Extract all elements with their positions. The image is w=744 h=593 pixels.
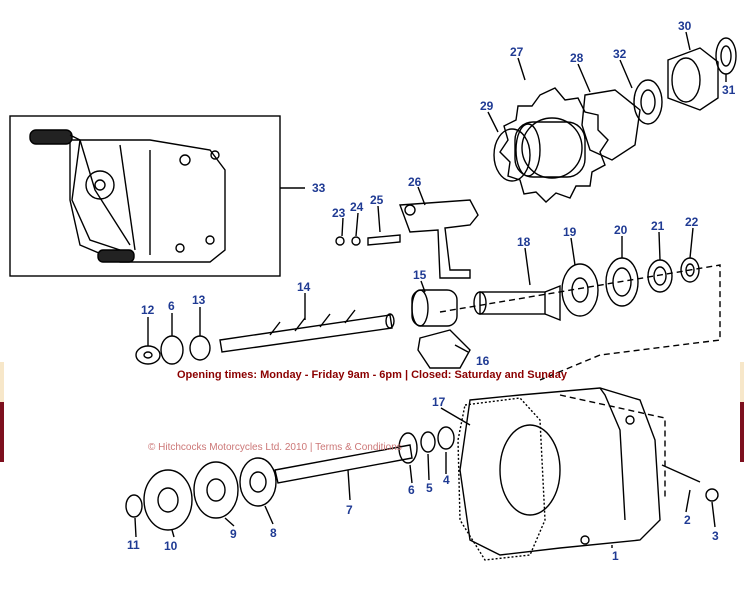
bearing-32 <box>633 79 663 125</box>
washer-12 <box>135 345 161 365</box>
oil-seal <box>715 37 737 75</box>
opening-times: Opening times: Monday - Friday 9am - 6pm… <box>177 369 567 381</box>
label-5: 5 <box>426 481 433 495</box>
gear-10 <box>143 469 193 531</box>
label-32: 32 <box>613 47 627 61</box>
label-1: 1 <box>612 549 619 563</box>
label-33: 33 <box>312 181 326 195</box>
left-accent-top <box>0 362 4 402</box>
label-29: 29 <box>480 99 494 113</box>
label-20: 20 <box>614 223 628 237</box>
label-31: 31 <box>722 83 736 97</box>
fork-16 <box>417 329 471 369</box>
small-gear-6-lower <box>398 432 418 464</box>
gasket-17 <box>457 397 546 561</box>
kickstart-lever <box>29 129 135 263</box>
label-9: 9 <box>230 527 237 541</box>
camshaft-14 <box>219 309 395 353</box>
left-accent-bottom <box>0 402 4 462</box>
footer-band <box>0 362 744 462</box>
label-28: 28 <box>570 51 584 65</box>
label-13: 13 <box>192 293 206 307</box>
inset-frame <box>9 115 281 277</box>
gearbox-sprocket <box>499 87 609 203</box>
label-18: 18 <box>517 235 531 249</box>
gear-9 <box>193 461 239 519</box>
label-21: 21 <box>651 219 665 233</box>
small-gear-6-upper <box>160 335 184 365</box>
label-30: 30 <box>678 19 692 33</box>
label-22: 22 <box>685 215 699 229</box>
label-23: 23 <box>332 206 346 220</box>
label-25: 25 <box>370 193 384 207</box>
gear-13 <box>189 335 211 361</box>
sliding-gear-15 <box>411 289 458 327</box>
washer-24 <box>351 236 361 246</box>
layshaft-7 <box>274 444 413 484</box>
mainshaft-high-gear <box>473 284 561 322</box>
lock-washer <box>581 89 641 161</box>
label-24: 24 <box>350 200 364 214</box>
label-19: 19 <box>563 225 577 239</box>
stud-2 <box>661 464 701 483</box>
label-8: 8 <box>270 526 277 540</box>
label-15: 15 <box>413 268 427 282</box>
label-10: 10 <box>164 539 178 553</box>
label-2: 2 <box>684 513 691 527</box>
label-7: 7 <box>346 503 353 517</box>
label-11: 11 <box>127 538 140 552</box>
label-6-lower: 6 <box>408 483 415 497</box>
gear-8 <box>239 457 277 507</box>
o-ring <box>493 128 531 182</box>
nut-3 <box>705 488 719 502</box>
gearbox-outer-cover <box>69 139 226 263</box>
plunger-25 <box>367 234 401 246</box>
sprocket-nut <box>667 47 719 111</box>
gear-19 <box>561 263 599 317</box>
label-26: 26 <box>408 175 422 189</box>
part-number-labels: 1 2 3 4 5 6 7 8 9 10 11 12 6 13 14 15 16… <box>127 19 736 563</box>
label-3: 3 <box>712 529 719 543</box>
gearbox-shell <box>459 387 661 556</box>
nut-23 <box>335 236 345 246</box>
right-accent-top <box>740 362 744 402</box>
selector-fork <box>399 199 479 279</box>
right-accent-bottom <box>740 402 744 462</box>
label-12: 12 <box>141 303 155 317</box>
washer-11 <box>125 494 143 518</box>
copyright-text[interactable]: © Hitchcocks Motorcycles Ltd. 2010 | Ter… <box>148 442 402 453</box>
washer-4 <box>437 426 455 450</box>
label-27: 27 <box>510 45 524 59</box>
copyright-notice: © Hitchcocks Motorcycles Ltd. 2010 | Ter… <box>148 442 402 453</box>
label-16: 16 <box>476 354 490 368</box>
bush-5 <box>420 431 436 453</box>
label-6-upper: 6 <box>168 299 175 313</box>
label-17: 17 <box>432 395 446 409</box>
label-14: 14 <box>297 280 311 294</box>
label-4: 4 <box>443 473 450 487</box>
